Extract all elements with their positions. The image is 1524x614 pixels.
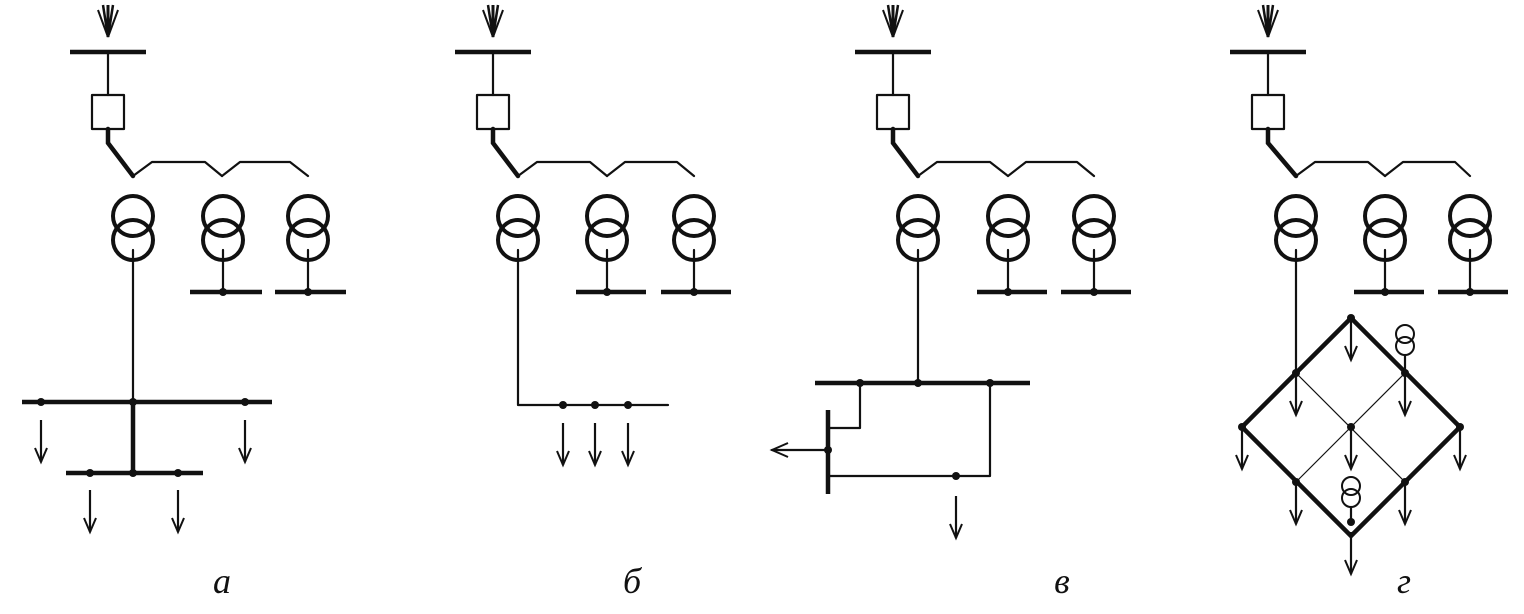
- feeder-arrow-icon: [948, 494, 964, 540]
- circuit-breaker: [475, 93, 511, 131]
- circuit-breaker: [1250, 93, 1286, 131]
- scheme-g: [1230, 3, 1508, 576]
- caption-g: г: [1396, 561, 1412, 601]
- feeder-arrow-icon: [33, 418, 49, 464]
- scheme-v: [769, 3, 1131, 540]
- caption-a: а: [213, 561, 231, 601]
- circuit-breaker: [875, 93, 911, 131]
- aux-transformer-icon: [1341, 476, 1361, 524]
- feeder-arrow-icon: [587, 421, 603, 467]
- feeder-arrow-icon: [1343, 425, 1359, 471]
- incoming-line-icon: [96, 3, 120, 39]
- feeder-arrow-icon: [555, 421, 571, 467]
- feeder-arrow-icon: [82, 488, 98, 534]
- scheme-a: [22, 3, 346, 534]
- scheme-b: [455, 3, 731, 467]
- caption-v: в: [1054, 561, 1070, 601]
- incoming-line-icon: [1256, 3, 1280, 39]
- incoming-line-icon: [881, 3, 905, 39]
- aux-transformer-icon: [1395, 324, 1415, 375]
- caption-b: б: [622, 561, 642, 601]
- incoming-line-icon: [481, 3, 505, 39]
- circuit-breaker: [90, 93, 126, 131]
- feeder-arrow-icon: [1343, 530, 1359, 576]
- feeder-arrow-icon: [237, 418, 253, 464]
- feeder-arrow-icon: [620, 421, 636, 467]
- feeder-arrow-icon: [769, 442, 789, 458]
- feeder-arrow-icon: [170, 488, 186, 534]
